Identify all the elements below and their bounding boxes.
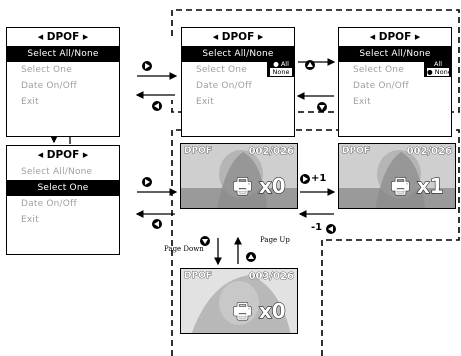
all-none-popup: ● All None [267, 59, 295, 77]
increment-label: +1 [311, 173, 327, 184]
print-copies: 🖶 x0 [233, 174, 287, 199]
menu-item-select-all[interactable]: Select All/None [182, 46, 294, 62]
image-counter: 002/026 [248, 146, 294, 158]
button-icon-right-3 [300, 174, 310, 184]
popup-option-all[interactable]: All [433, 60, 443, 68]
menu-item-select-all[interactable]: Select All/None [21, 167, 93, 177]
menu-item-select-one[interactable]: Select One [196, 65, 247, 75]
menu-item-exit[interactable]: Exit [21, 97, 39, 107]
popup-option-all[interactable]: ● All [273, 60, 289, 68]
menu-panel-popup-none: ◀ DPOF ▶ Select All/None Select One Date… [338, 27, 452, 137]
menu-title: ◀ DPOF ▶ [37, 149, 89, 161]
menu-item-exit[interactable]: Exit [353, 97, 371, 107]
menu-item-exit[interactable]: Exit [196, 97, 214, 107]
dpof-tag: DPOF [184, 271, 212, 282]
decrement-label: -1 [311, 222, 323, 233]
menu-title: ◀ DPOF ▶ [37, 31, 89, 43]
photo-image [181, 269, 297, 333]
menu-item-select-all[interactable]: Select All/None [7, 46, 119, 62]
menu-item-date[interactable]: Date On/Off [21, 81, 77, 91]
menu-item-date[interactable]: Date On/Off [21, 199, 77, 209]
button-icon-right-2 [142, 177, 152, 187]
menu-item-select-all[interactable]: Select All/None [339, 46, 451, 62]
menu-panel-select-all: ◀ DPOF ▶ Select All/None Select One Date… [6, 27, 120, 137]
button-icon-right-1 [142, 61, 152, 71]
print-copies: 🖶 x1 [391, 174, 445, 199]
menu-panel-select-one: ◀ DPOF ▶ Select All/None Select One Date… [6, 145, 120, 255]
button-icon-down-1 [317, 102, 327, 112]
popup-option-none[interactable]: ● None [427, 68, 452, 76]
menu-title: ◀ DPOF ▶ [212, 31, 264, 43]
image-counter: 002/026 [406, 146, 452, 158]
menu-title: ◀ DPOF ▶ [369, 31, 421, 43]
group-border-top [171, 9, 460, 113]
button-icon-left-1 [152, 101, 162, 111]
menu-item-exit[interactable]: Exit [21, 215, 39, 225]
button-icon-left-2 [152, 219, 162, 229]
print-copies: 🖶 x0 [233, 299, 287, 324]
page-up-label: Page Up [260, 236, 290, 244]
button-icon-up-1 [305, 60, 315, 70]
menu-item-select-one[interactable]: Select One [7, 180, 119, 196]
photo-image [181, 144, 297, 208]
dpof-tag: DPOF [342, 146, 370, 157]
photo-preview-2: DPOF 002/026 🖶 x1 [338, 143, 456, 209]
photo-preview-1: DPOF 002/026 🖶 x0 [180, 143, 298, 209]
popup-option-none[interactable]: None [270, 68, 292, 76]
menu-item-date[interactable]: Date On/Off [196, 81, 252, 91]
dpof-tag: DPOF [184, 146, 212, 157]
photo-preview-3: DPOF 003/026 🖶 x0 [180, 268, 298, 334]
photo-image [339, 144, 455, 208]
button-icon-left-3 [326, 224, 336, 234]
menu-item-select-one[interactable]: Select One [353, 65, 404, 75]
button-icon-up-3 [246, 252, 256, 262]
page-down-label: Page Down [164, 245, 204, 253]
menu-item-date[interactable]: Date On/Off [353, 81, 409, 91]
all-none-popup: All ● None [424, 59, 452, 77]
menu-panel-popup-all: ◀ DPOF ▶ Select All/None Select One Date… [181, 27, 295, 137]
image-counter: 003/026 [248, 271, 294, 283]
menu-item-select-one[interactable]: Select One [21, 65, 72, 75]
button-icon-down-3 [200, 236, 210, 246]
